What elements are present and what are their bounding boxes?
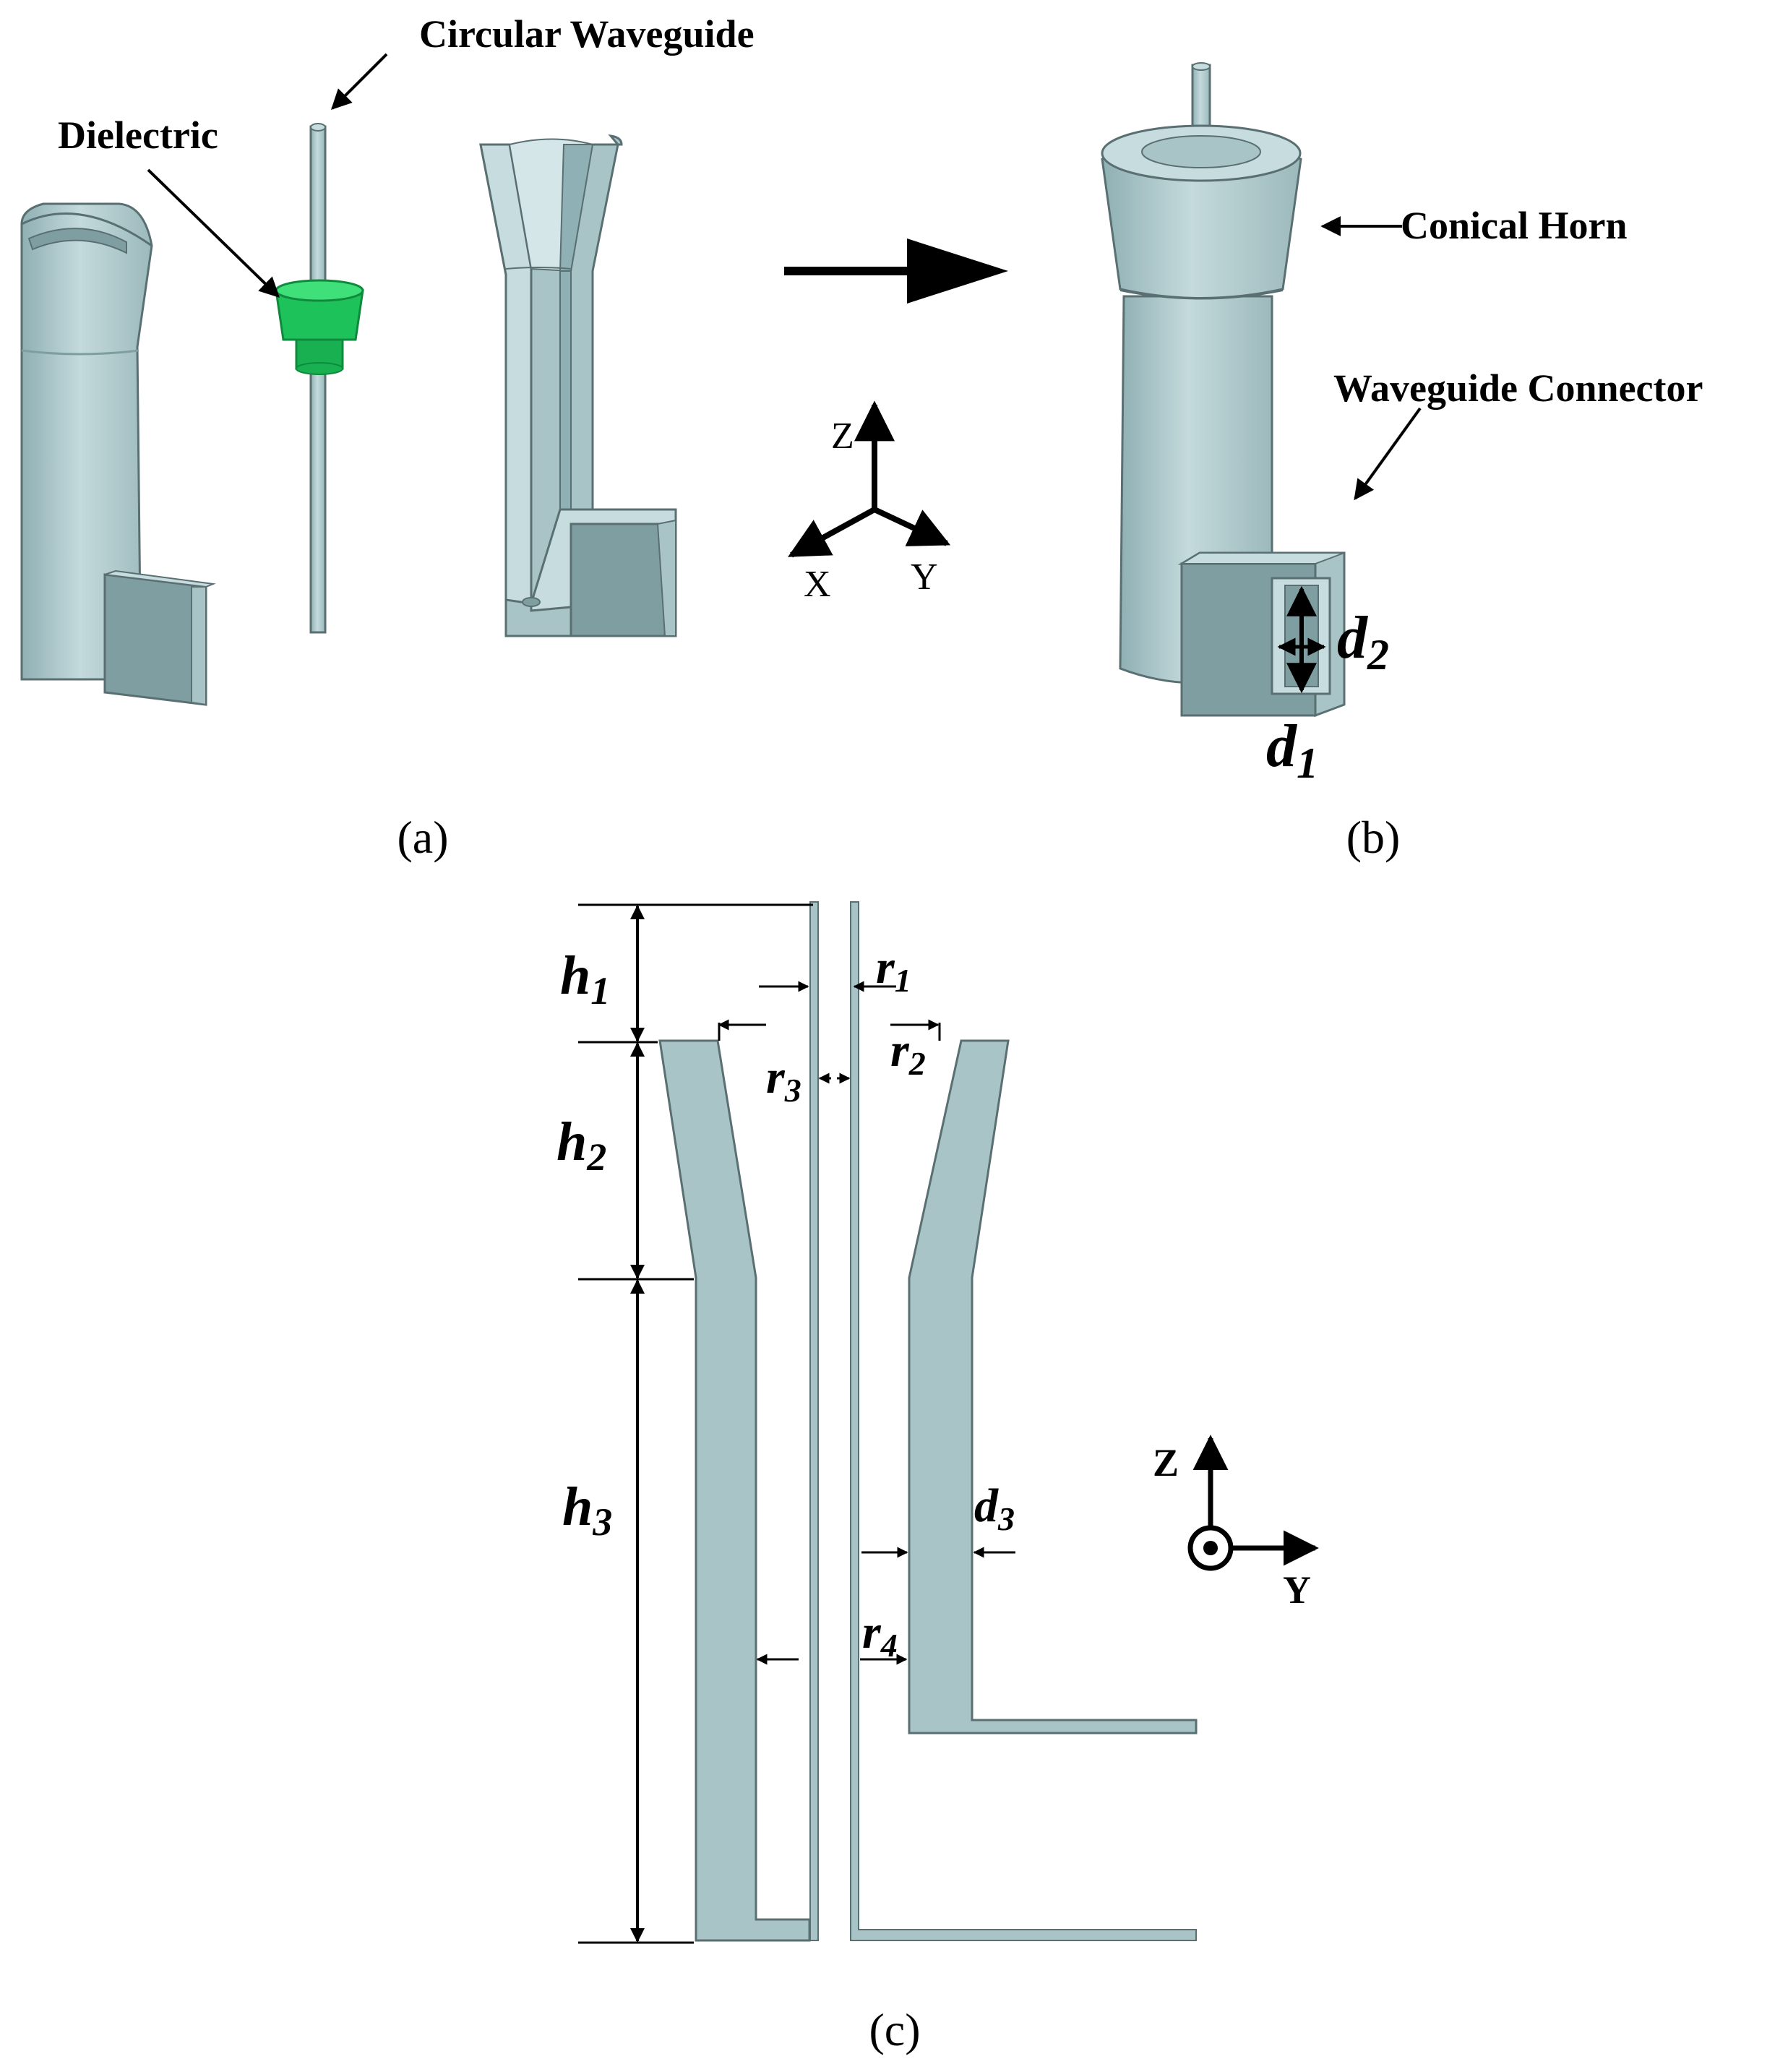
assembled-horn (1101, 62, 1346, 718)
d3-label: d3 (974, 1479, 1015, 1537)
panel-b: d2 d1 Conical Horn Waveguide Connector (… (1101, 62, 1703, 863)
conical-horn-label: Conical Horn (1401, 204, 1628, 247)
y-axis-arrow (873, 507, 951, 546)
panel-a: Circular Waveguide Dielectric (a) (20, 12, 755, 863)
d1-label: d1 (1266, 713, 1318, 787)
axis-y-label: Y (911, 556, 938, 598)
panel-c: h1 h2 h3 r1 r2 r3 d3 r4 Z Y (556, 901, 1319, 2055)
r1-label: r1 (876, 941, 911, 999)
d2-label: d2 (1337, 604, 1389, 679)
axis-2d-z-label: Z (1153, 1441, 1179, 1484)
caption-b: (b) (1346, 812, 1401, 863)
axis-2d-y-label: Y (1283, 1568, 1311, 1612)
caption-a: (a) (397, 812, 448, 863)
left-half-shell (20, 202, 216, 706)
h1-label: h1 (560, 945, 610, 1013)
dielectric-callout-arrow (147, 168, 280, 298)
cross-section (658, 901, 1198, 1942)
r3-label: r3 (766, 1051, 801, 1109)
circular-waveguide-exploded (309, 123, 327, 634)
dielectric-label: Dielectric (58, 113, 218, 157)
assembly-arrow (784, 238, 1008, 304)
height-dimensions (578, 903, 813, 1944)
axis-triad-2d: Z Y (1153, 1435, 1319, 1612)
r4-label: r4 (862, 1606, 898, 1664)
waveguide-connector-label: Waveguide Connector (1333, 366, 1703, 410)
r2-label: r2 (890, 1024, 926, 1082)
axis-x-label: X (804, 564, 831, 605)
x-axis-arrow (788, 507, 876, 558)
h2-label: h2 (556, 1112, 606, 1179)
waveguide-connector-callout-arrow (1354, 407, 1422, 501)
axis-triad-3d: Z X Y (788, 400, 951, 605)
right-half-shell (479, 134, 677, 637)
axis-z-label: Z (831, 416, 854, 457)
h3-label: h3 (562, 1476, 612, 1544)
circular-waveguide-callout-arrow (331, 53, 388, 110)
caption-c: (c) (869, 2004, 920, 2055)
dielectric-insert (275, 279, 364, 375)
circular-waveguide-label: Circular Waveguide (419, 12, 755, 56)
